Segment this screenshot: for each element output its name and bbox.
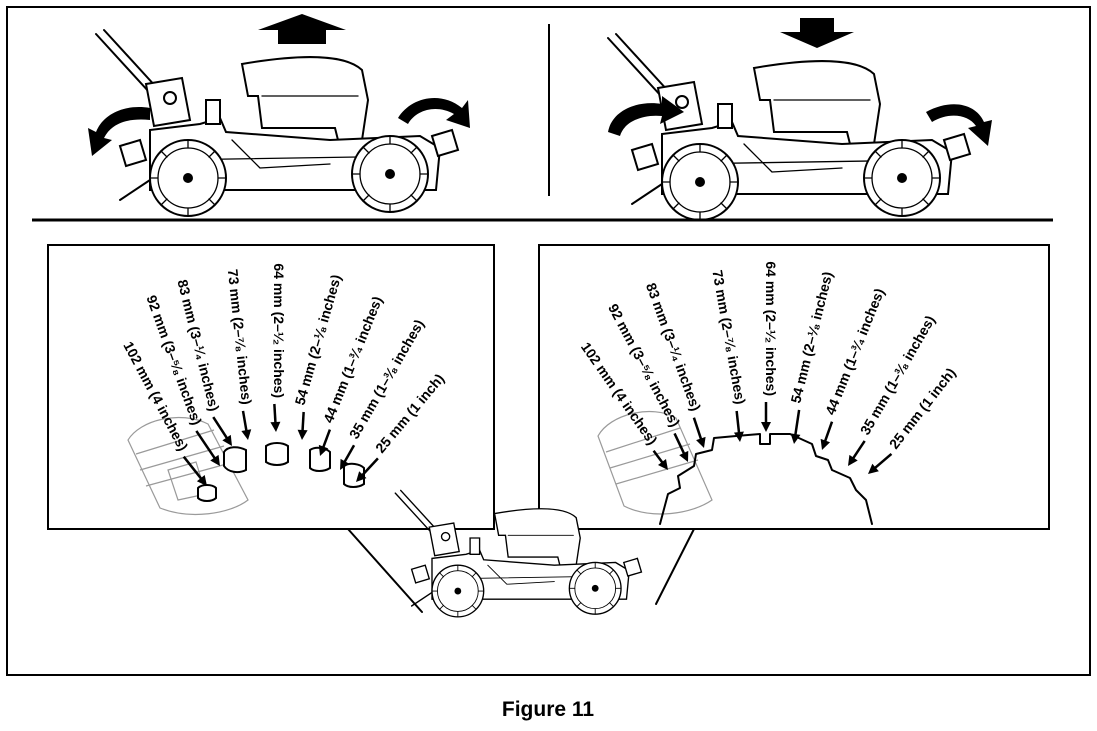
callout-line-right [655, 528, 695, 605]
left-arrowhead-2 [210, 454, 220, 466]
arrow-down-icon [780, 18, 854, 48]
right-arrowhead-9 [868, 463, 879, 474]
right-arrowhead-5 [761, 422, 771, 432]
right-arrow-6 [793, 409, 801, 439]
left-indicator-arrows [182, 403, 379, 486]
left-arrow-1 [182, 455, 205, 483]
left-arrowhead-1 [196, 475, 207, 486]
right-arrowhead-2 [679, 450, 689, 462]
figure-frame [6, 6, 1091, 676]
callout-line-left [347, 528, 423, 613]
arrow-up-icon [258, 14, 346, 44]
right-arrow-9 [871, 452, 893, 472]
curved-arrow-icon [608, 96, 992, 146]
mower-lower-illustration [607, 18, 992, 221]
right-arrowhead-6 [790, 433, 801, 444]
figure-caption: Figure 11 [502, 698, 595, 721]
left-arrowhead-8 [340, 458, 350, 470]
left-arrow-9 [359, 457, 379, 479]
left-arrowhead-3 [222, 434, 232, 446]
right-indicator-arrows [652, 402, 893, 474]
right-arrowhead-1 [658, 459, 668, 470]
left-height-label-5: 64 mm (2–¹⁄₂ inches) [271, 263, 287, 398]
left-arrow-2 [195, 430, 218, 462]
right-arrow-3 [692, 417, 704, 443]
right-arrowhead-3 [696, 436, 706, 448]
right-arrowhead-8 [848, 454, 858, 466]
left-arrowhead-9 [356, 471, 367, 482]
left-arrow-3 [212, 416, 230, 442]
right-arrow-2 [673, 432, 687, 458]
mower-raise-illustration [88, 14, 470, 217]
left-arrowhead-4 [241, 429, 252, 440]
right-arrow-8 [850, 440, 866, 462]
left-arrowhead-7 [318, 444, 329, 456]
right-height-label-5: 64 mm (2–¹⁄₂ inches) [763, 261, 779, 396]
left-arrowhead-5 [270, 421, 281, 432]
curved-arrow-icon [88, 97, 470, 156]
right-arrow-4 [735, 410, 741, 437]
left-arrowhead-6 [297, 429, 308, 440]
right-arrowhead-7 [820, 438, 831, 450]
right-detail-art [597, 410, 873, 525]
right-arrowhead-4 [733, 431, 744, 442]
right-arrow-7 [822, 421, 834, 445]
left-detail-panel [47, 244, 495, 530]
